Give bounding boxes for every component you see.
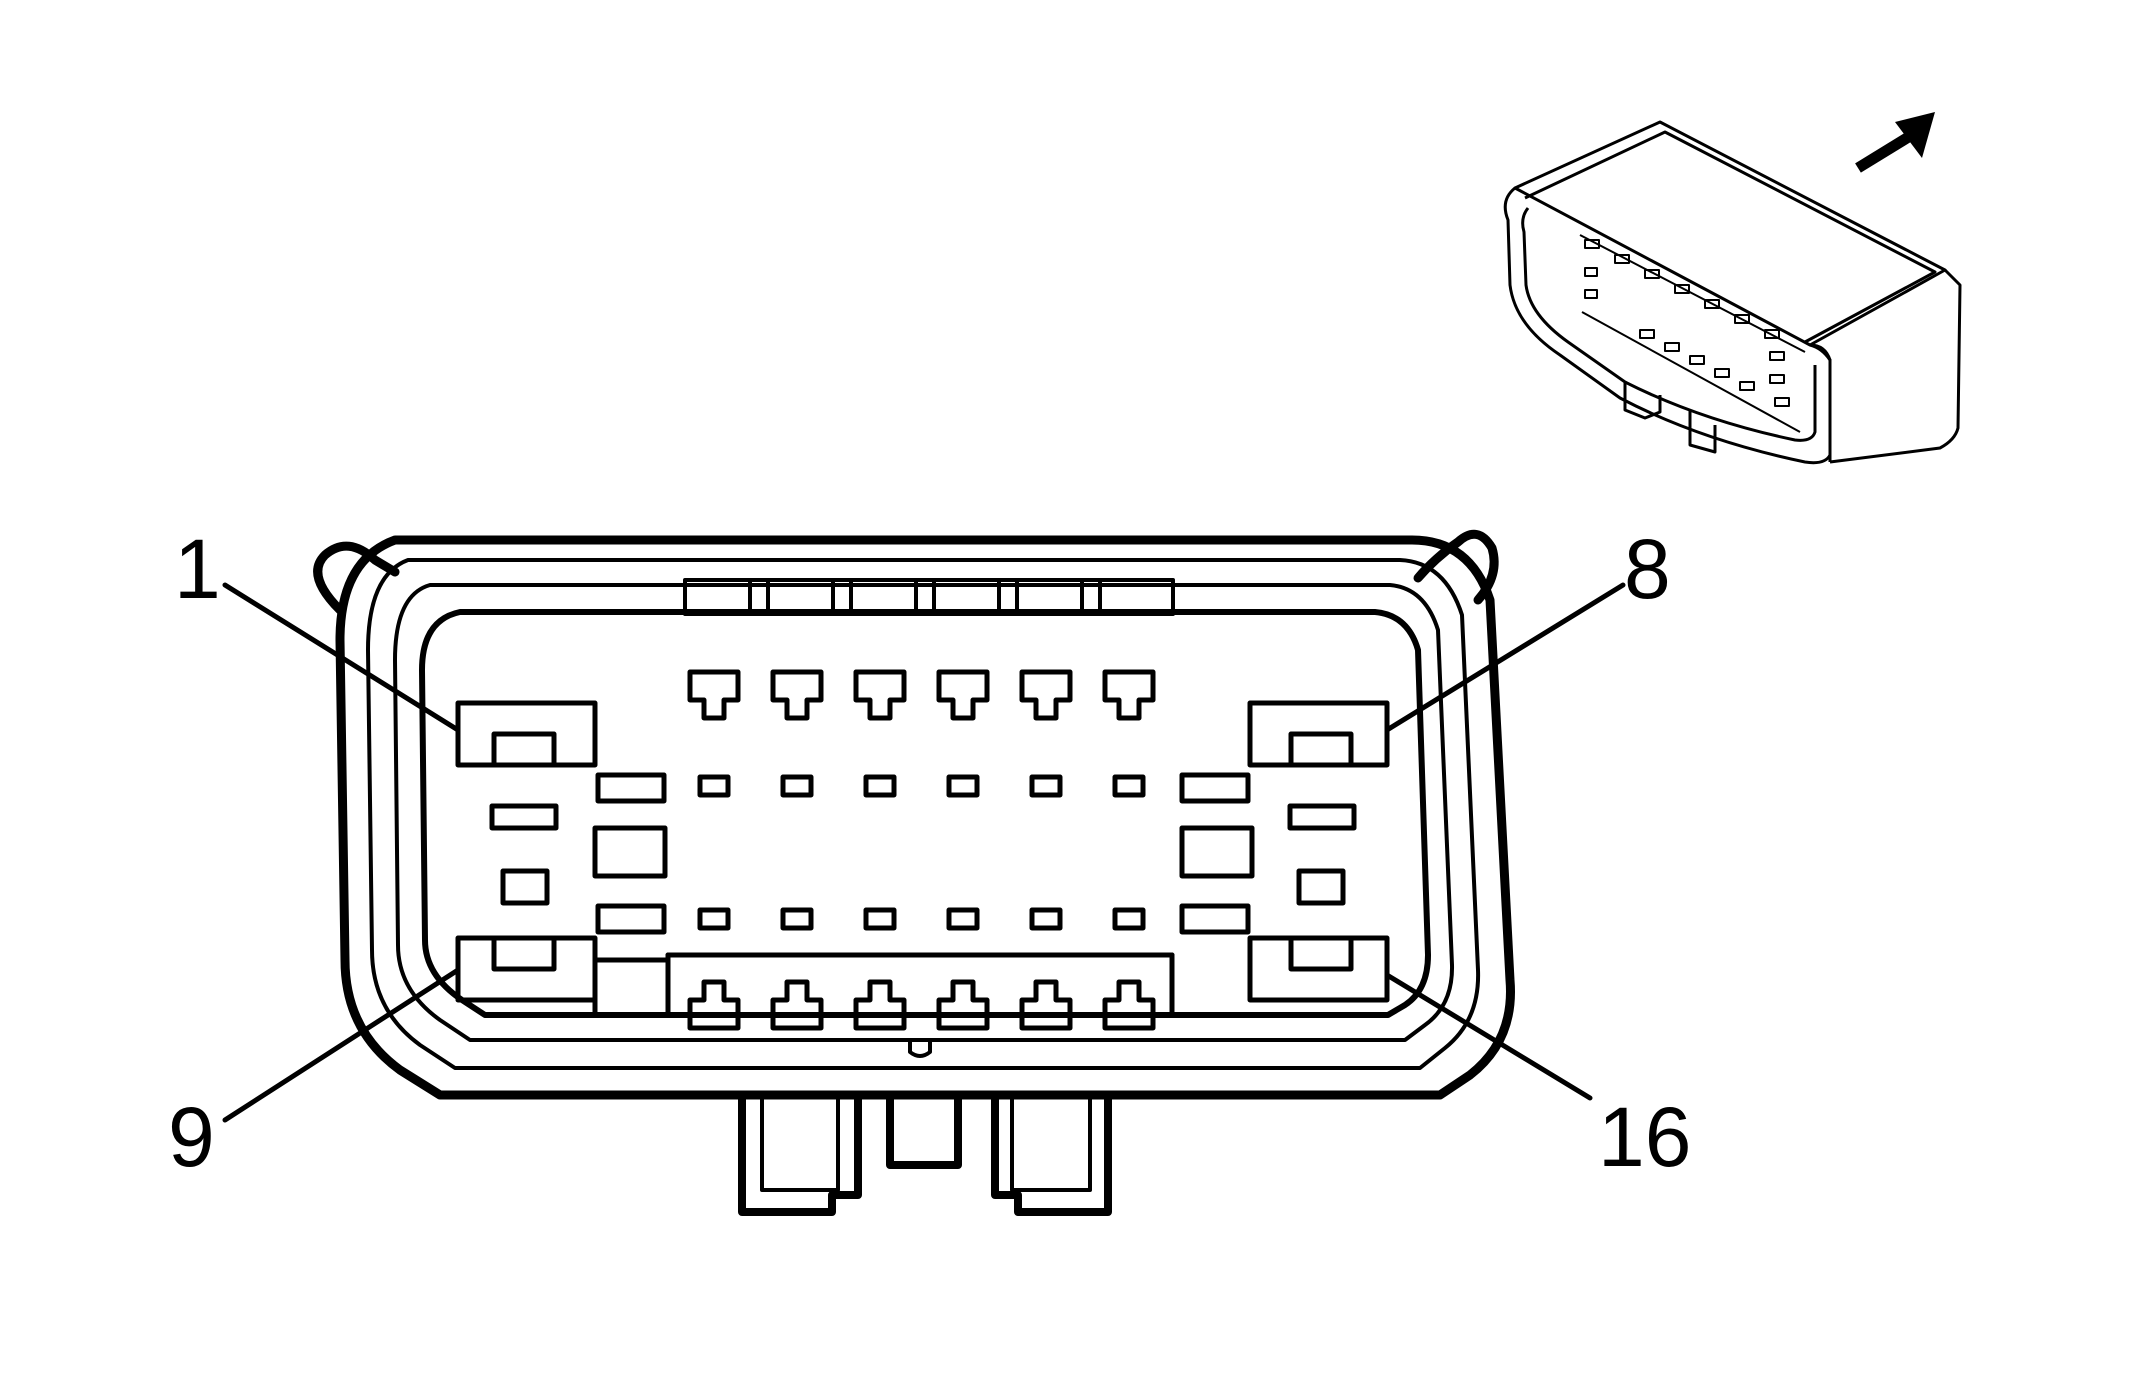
leader-pin-16 [1384, 972, 1593, 1101]
terminal-top-5 [936, 669, 990, 721]
terminal-top-3 [770, 669, 824, 721]
housing-outer [335, 535, 1515, 1100]
connector-face-view [222, 529, 1626, 1216]
side-features [489, 772, 1357, 935]
mounting-ear-right [1413, 529, 1499, 605]
direction-arrow-icon [1855, 112, 1935, 173]
bottom-recess [592, 952, 1175, 1018]
terminal-bottom-13 [936, 979, 990, 1031]
terminal-bottom-14 [1019, 979, 1073, 1031]
leader-pin-8 [1384, 582, 1626, 733]
cavity-pin-8 [1247, 700, 1390, 768]
terminal-top-2 [687, 669, 741, 721]
top-terminal-row [687, 669, 1156, 721]
tab-right [991, 1091, 1112, 1216]
bottom-terminal-row [687, 979, 1156, 1031]
leader-pin-1 [222, 582, 461, 733]
mounting-ear-left [313, 541, 400, 615]
top-latch-slots [683, 578, 1175, 616]
terminal-bottom-11 [770, 979, 824, 1031]
terminal-top-4 [853, 669, 907, 721]
bottom-tabs [738, 1091, 1112, 1216]
cavity-pin-1 [455, 700, 598, 768]
pin-label-1: 1 [174, 522, 221, 616]
center-small-squares [697, 774, 1146, 931]
bottom-notch [908, 1038, 932, 1058]
leader-pin-9 [222, 967, 461, 1123]
pin-label-8: 8 [1624, 522, 1671, 616]
tab-left [738, 1091, 862, 1216]
cavity-pin-16 [1247, 935, 1390, 1003]
terminal-bottom-10 [687, 979, 741, 1031]
pin-label-9: 9 [168, 1090, 215, 1184]
tab-center [886, 1091, 962, 1169]
terminal-top-7 [1102, 669, 1156, 721]
housing-seal [393, 583, 1455, 1042]
connector-isometric-view [1503, 120, 1962, 465]
housing-rim [366, 558, 1481, 1070]
terminal-bottom-12 [853, 979, 907, 1031]
pin-label-16: 16 [1598, 1090, 1691, 1184]
leader-lines [222, 582, 1626, 1123]
terminal-top-6 [1019, 669, 1073, 721]
terminal-bottom-15 [1102, 979, 1156, 1031]
corner-cavities [455, 700, 1390, 1003]
cavity-pin-9 [455, 935, 598, 1003]
housing-cavity [419, 609, 1431, 1018]
